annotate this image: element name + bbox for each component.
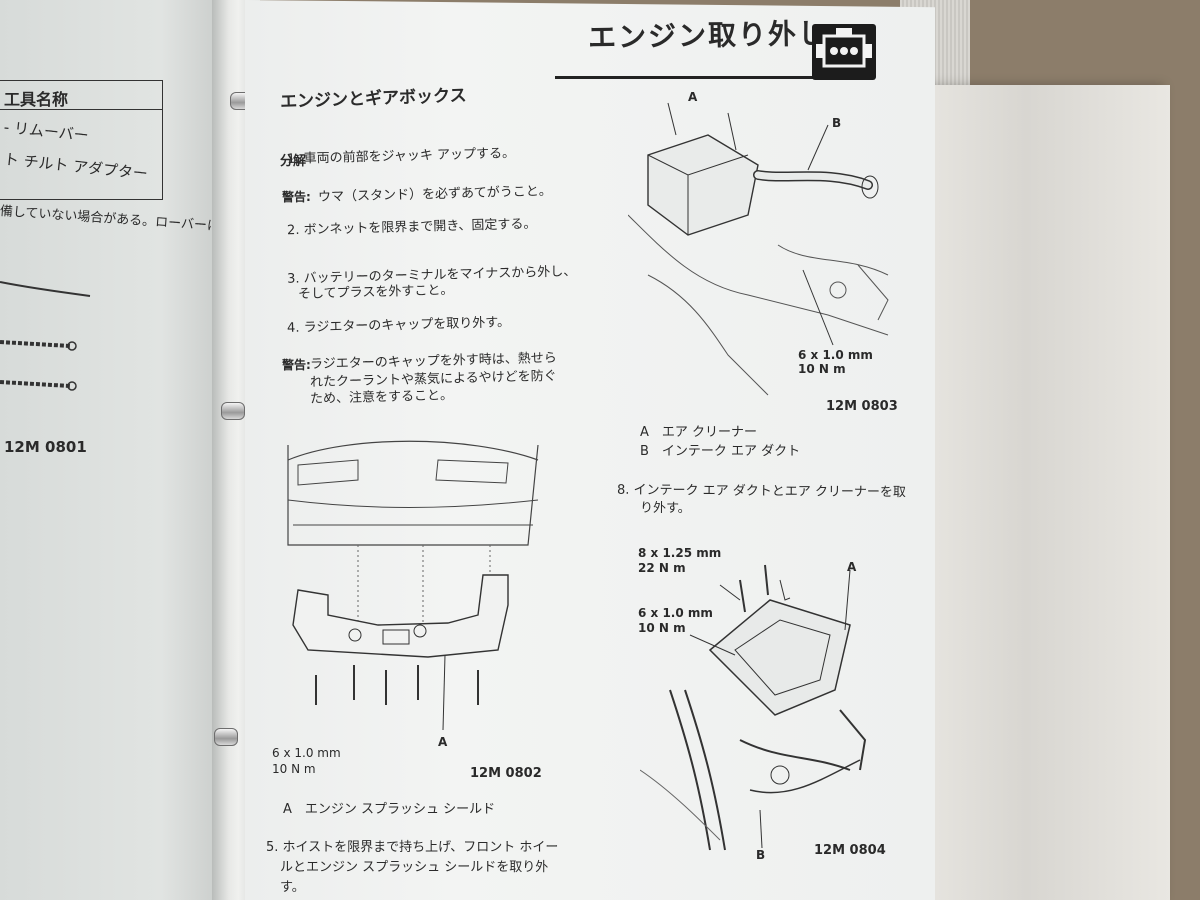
fig-0804-torque2-value: 10 N m: [638, 621, 686, 635]
fig-0802-torque-size: 6 x 1.0 mm: [272, 746, 341, 760]
figure-cleaner-box: [640, 564, 867, 851]
tool-table-header: 工具名称: [4, 90, 69, 109]
fig-0803-legend-a: A エア クリーナー: [640, 425, 758, 440]
engine-icon: [812, 24, 876, 80]
binding-ring: [221, 402, 245, 420]
fig-0804-callout-b: B: [756, 848, 766, 862]
fig-0803-callout-b: B: [832, 116, 842, 130]
page-header-title: エンジン取り外し: [587, 16, 829, 55]
warning-label: 警告:: [282, 358, 311, 372]
left-note: 備していない場合がある。ローバーに: [0, 204, 221, 235]
left-figure-code: 12M 0801: [4, 438, 87, 456]
fig-0804-torque1-size: 8 x 1.25 mm: [638, 546, 722, 560]
step-8-cont: り外す。: [639, 500, 691, 517]
step-5: 5. ホイストを限界まで持ち上げ、フロント ホイー: [266, 840, 559, 855]
header-rule: [555, 12, 815, 79]
fig-0803-callout-a: A: [688, 90, 698, 104]
step-5-cont2: す。: [280, 880, 305, 895]
figure-air-cleaner: [628, 102, 889, 396]
fig-0804-code: 12M 0804: [814, 843, 886, 858]
figure-splash-shield: [287, 440, 539, 731]
fig-0803-code: 12M 0803: [826, 399, 898, 414]
fig-0804-torque1-value: 22 N m: [638, 561, 686, 575]
warning-label: 警告:: [282, 190, 311, 204]
fig-0804-torque2-size: 6 x 1.0 mm: [638, 606, 713, 620]
fig-0802-torque-value: 10 N m: [272, 762, 316, 776]
left-tool-illustration: [0, 281, 91, 391]
tool-table: [0, 80, 163, 200]
fig-0803-legend-b: B インテーク エア ダクト: [640, 444, 801, 459]
warning-2-line3: ため、注意をすること。: [309, 388, 454, 407]
fig-0802-callout-a: A: [438, 735, 448, 749]
step-5-cont: ルとエンジン スプラッシュ シールドを取り外: [280, 860, 549, 875]
left-page: 工具名称 - リムーバー ト チルト アダプター 備していない場合がある。ローバ…: [0, 0, 230, 900]
fig-0804-callout-a: A: [847, 560, 857, 574]
fig-0803-torque-size: 6 x 1.0 mm: [798, 348, 873, 362]
background-page-stack: [930, 85, 1170, 900]
fig-0802-code: 12M 0802: [470, 766, 542, 781]
fig-0802-legend-a: A エンジン スプラッシュ シールド: [283, 802, 496, 817]
step-3-cont: そしてプラスを外すこと。: [297, 282, 454, 303]
fig-0803-torque-value: 10 N m: [798, 362, 846, 376]
subsection-title: 分解: [280, 154, 307, 169]
binding-ring: [214, 728, 238, 746]
